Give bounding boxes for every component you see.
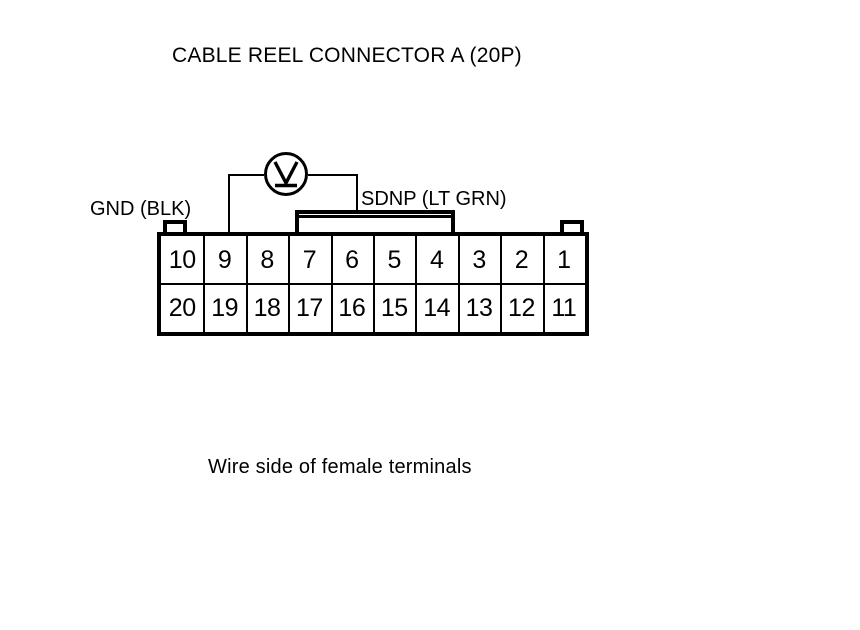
pin-cell[interactable]: 20 <box>168 293 196 322</box>
pin-cell[interactable]: 10 <box>168 245 196 274</box>
page-title: CABLE REEL CONNECTOR A (20P) <box>172 44 522 67</box>
voltmeter-circle <box>264 152 308 196</box>
pin-cell[interactable]: 5 <box>373 236 415 284</box>
meter-lead-right-horizontal <box>308 174 357 176</box>
pin-cell[interactable]: 17 <box>288 284 330 332</box>
pin-cell[interactable]: 8 <box>245 236 288 284</box>
pin-cell[interactable]: 15 <box>373 284 415 332</box>
sdnp-wire-label: SDNP (LT GRN) <box>361 188 507 210</box>
meter-probe-pin9 <box>228 174 230 244</box>
pin-cell[interactable]: 3 <box>457 236 500 284</box>
pin-cell[interactable]: 18 <box>245 284 288 332</box>
pin-cell[interactable]: 19 <box>203 284 245 332</box>
pin-cell[interactable]: 1 <box>542 236 585 284</box>
pin-cell[interactable]: 6 <box>330 236 373 284</box>
meter-probe-pin6 <box>356 174 358 244</box>
gnd-wire-label: GND (BLK) <box>90 198 192 220</box>
connector-bottom-row: 20 19 18 17 16 15 14 13 12 11 <box>161 284 585 332</box>
housing-tab-left-outer <box>163 220 187 234</box>
pin-cell[interactable]: 16 <box>330 284 373 332</box>
pin-cell[interactable]: 7 <box>288 236 330 284</box>
housing-keying-block-bar <box>299 215 451 218</box>
pin-cell[interactable]: 14 <box>415 284 457 332</box>
pin-cell[interactable]: 12 <box>500 284 542 332</box>
meter-lead-left-horizontal <box>228 174 264 176</box>
pin-cell[interactable]: 13 <box>457 284 500 332</box>
connector-housing: 10 9 8 7 6 5 4 3 2 1 20 19 18 17 16 15 1… <box>157 210 589 336</box>
row-divider <box>161 283 585 285</box>
connector-top-row: 10 9 8 7 6 5 4 3 2 1 <box>161 236 585 284</box>
pin-cell[interactable]: 2 <box>500 236 542 284</box>
pin-cell[interactable]: 11 <box>542 284 585 332</box>
pin-cell[interactable]: 9 <box>203 236 245 284</box>
pin-cell[interactable]: 4 <box>415 236 457 284</box>
housing-tab-right-outer <box>560 220 584 234</box>
voltmeter-v-icon <box>273 161 299 188</box>
figure-caption: Wire side of female terminals <box>208 456 472 478</box>
housing-keying-block <box>295 210 455 234</box>
